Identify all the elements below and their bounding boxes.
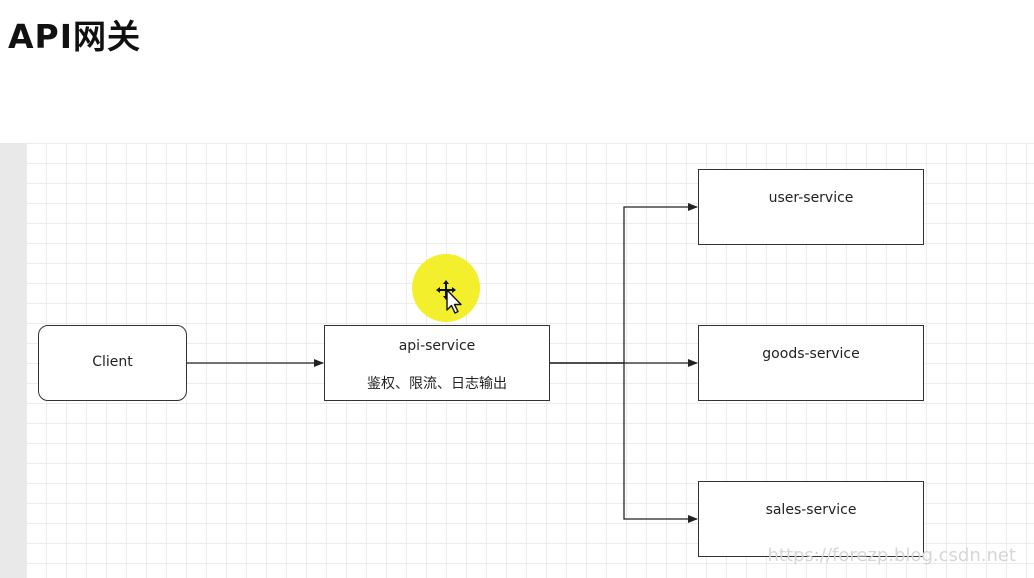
api-service-node[interactable]: api-service 鉴权、限流、日志输出 (324, 325, 550, 401)
sales-service-label: sales-service (765, 502, 857, 518)
api-service-subtitle: 鉴权、限流、日志输出 (367, 376, 507, 392)
user-service-label: user-service (768, 190, 854, 206)
client-node[interactable]: Client (38, 325, 187, 401)
api-service-label: api-service (398, 338, 476, 354)
goods-service-node[interactable]: goods-service (698, 325, 924, 401)
page-title: API网关 (8, 17, 142, 56)
goods-service-label: goods-service (762, 346, 860, 362)
watermark: https://forezp.blog.csdn.net (767, 545, 1016, 566)
user-service-node[interactable]: user-service (698, 169, 924, 245)
client-label: Client (92, 354, 133, 370)
left-gutter (0, 143, 26, 578)
sales-service-node[interactable]: sales-service (698, 481, 924, 557)
move-cursor-icon (436, 280, 462, 314)
